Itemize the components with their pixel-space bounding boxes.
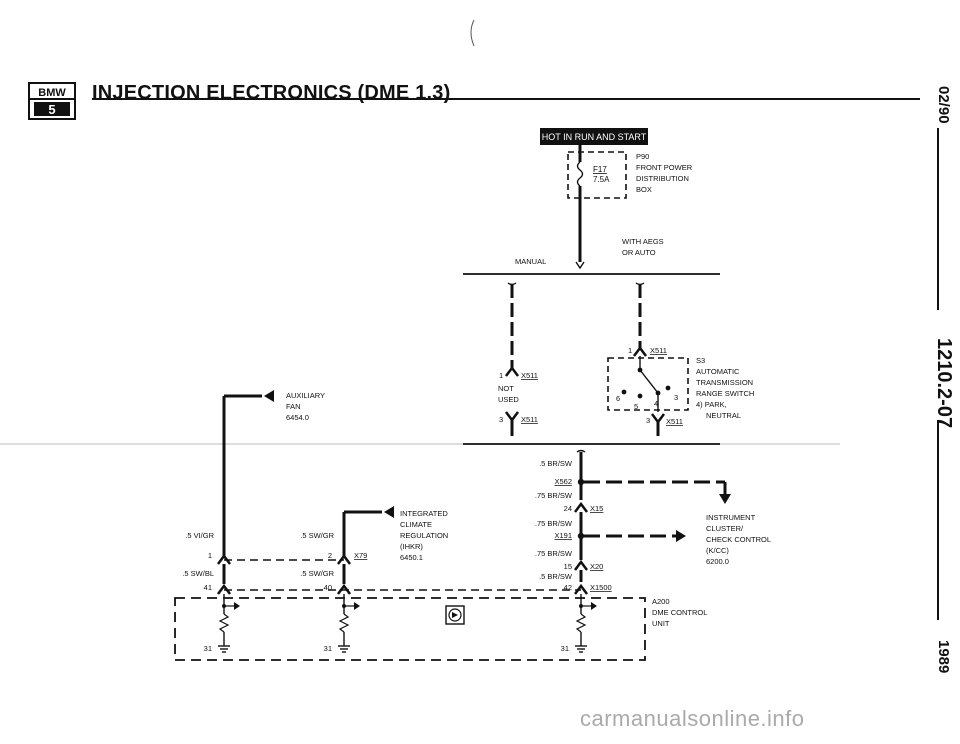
switch-line-5: 4) PARK, [696, 400, 727, 409]
climate-line-3: REGULATION [400, 531, 448, 540]
switch-conn-bottom: X511 [666, 417, 683, 426]
aux-fan-line-1: AUXILIARY [286, 391, 325, 400]
not-used-pin-top: 1 [499, 371, 503, 380]
wire-mid-bottom: .5 SW/GR [300, 569, 334, 578]
ground-left-label: 31 [204, 644, 212, 653]
not-used-conn-bottom: X511 [521, 415, 538, 424]
dme-line-3: UNIT [652, 619, 670, 628]
not-used-conn-top: X511 [521, 371, 538, 380]
auto-label-2: OR AUTO [622, 248, 656, 257]
fuse-rating: 7.5A [593, 175, 610, 184]
climate-line-5: 6450.1 [400, 553, 423, 562]
switch-conn-top: X511 [650, 346, 667, 355]
switch-lever [639, 369, 659, 394]
not-used-line-2: USED [498, 395, 519, 404]
dme-input-right [575, 594, 597, 646]
arrow-to-check-control [676, 530, 686, 542]
fuse-box-outline [567, 151, 627, 199]
fuse-box-line-2: FRONT POWER [636, 163, 693, 172]
climate-line-2: CLIMATE [400, 520, 432, 529]
conn-x20: X20 [590, 562, 603, 571]
wire-r3: .75 BR/SW [535, 519, 573, 528]
bmw-5-series-logo: BMW 5 [28, 82, 76, 120]
dme-line-1: A200 [652, 597, 670, 606]
wire-r4: .75 BR/SW [535, 549, 573, 558]
wire-left-bottom: .5 SW/BL [182, 569, 214, 578]
manual-label: MANUAL [515, 257, 546, 266]
ground-symbol-left [218, 645, 230, 653]
switch-pin-bottom: 3 [646, 416, 650, 425]
switch-line-4: RANGE SWITCH [696, 389, 754, 398]
switch-contact-5: 5 [634, 402, 638, 411]
pin-15: 15 [564, 562, 572, 571]
fuse-box-line-4: BOX [636, 185, 652, 194]
instrument-line-2: CLUSTER/ [706, 524, 744, 533]
arrow-to-instrument-cluster [719, 494, 731, 504]
climate-line-1: INTEGRATED [400, 509, 448, 518]
dme-input-left [218, 594, 240, 646]
instrument-line-3: CHECK CONTROL [706, 535, 771, 544]
switch-line-2: AUTOMATIC [696, 367, 740, 376]
ground-symbol-mid [338, 645, 350, 653]
switch-contact-6: 6 [616, 394, 620, 403]
not-used-line-1: NOT [498, 384, 514, 393]
switch-line-3: TRANSMISSION [696, 378, 753, 387]
switch-contact-3: 3 [674, 393, 678, 402]
left-pin-1: 1 [208, 551, 212, 560]
pin-24: 24 [564, 504, 572, 513]
watermark: carmanualsonline.info [580, 706, 805, 731]
dme-input-mid [338, 594, 360, 646]
climate-line-4: (IHKR) [400, 542, 423, 551]
ground-right-label: 31 [561, 644, 569, 653]
aux-fan-line-2: FAN [286, 402, 301, 411]
mid-conn-x79: X79 [354, 551, 367, 560]
banner-text: HOT IN RUN AND START [542, 132, 647, 142]
range-switch-outline [607, 357, 689, 411]
wire-r1: .5 BR/SW [539, 459, 573, 468]
pin-42: 42 [564, 583, 572, 592]
aux-fan-line-3: 6454.0 [286, 413, 309, 422]
instrument-line-5: 6200.0 [706, 557, 729, 566]
dme-line-2: DME CONTROL [652, 608, 707, 617]
not-used-pin-bottom: 3 [499, 415, 503, 424]
ground-mid-label: 31 [324, 644, 332, 653]
solid-state-device-icon [445, 605, 465, 625]
wire-r2: .75 BR/SW [535, 491, 573, 500]
switch-contact-4: 4 [654, 399, 658, 408]
conn-x15: X15 [590, 504, 603, 513]
switch-line-6: NEUTRAL [706, 411, 741, 420]
conn-x1500: X1500 [590, 583, 612, 592]
logo-top-text: BMW [38, 87, 66, 99]
hot-in-run-banner [540, 128, 648, 145]
switch-pin-top: 1 [628, 346, 632, 355]
fuse-box-line-3: DISTRIBUTION [636, 174, 689, 183]
wire-r5: .5 BR/SW [539, 572, 573, 581]
ground-symbol-right [575, 645, 587, 653]
instrument-line-4: (K/CC) [706, 546, 729, 555]
splice-x191: X191 [554, 531, 572, 540]
switch-line-1: S3 [696, 356, 705, 365]
arrow-from-aux-fan [264, 390, 274, 402]
splice-x562: X562 [554, 477, 572, 486]
fuse-id: F17 [593, 165, 607, 174]
instrument-line-1: INSTRUMENT [706, 513, 756, 522]
logo-bottom-text: 5 [48, 102, 55, 117]
wire-left-top: .5 VI/GR [185, 531, 214, 540]
wire-mid-top: .5 SW/GR [300, 531, 334, 540]
fuse-symbol [576, 161, 584, 187]
arrow-from-ihkr [384, 506, 394, 518]
left-pin-41: 41 [204, 583, 212, 592]
auto-label-1: WITH AEGS [622, 237, 664, 246]
dme-control-unit-outline [174, 597, 646, 661]
mid-pin-40: 40 [324, 583, 332, 592]
mid-pin-2: 2 [328, 551, 332, 560]
fuse-box-line-1: P90 [636, 152, 649, 161]
